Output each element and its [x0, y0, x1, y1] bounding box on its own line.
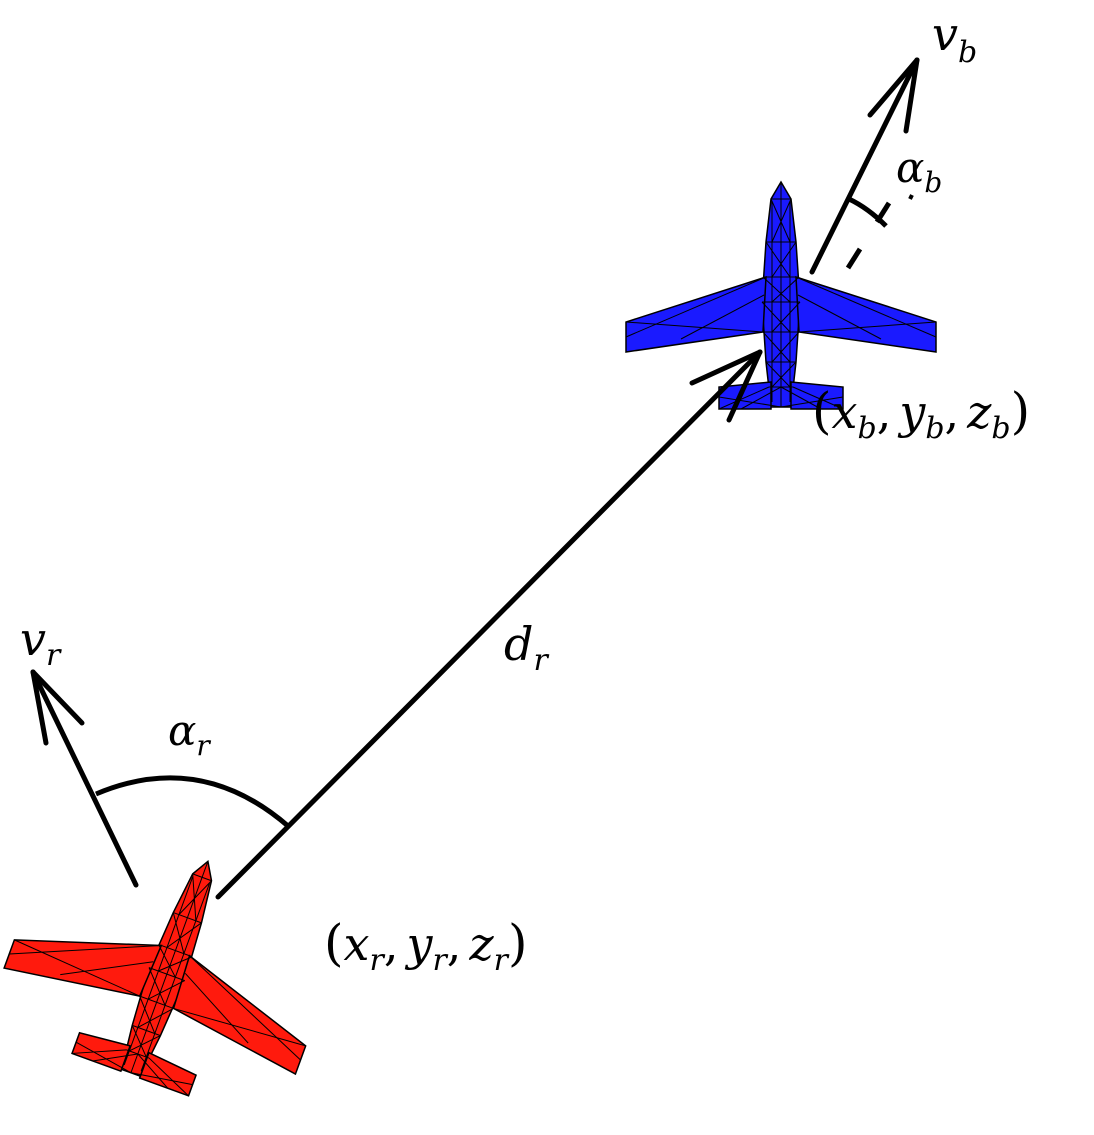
- red-velocity-arrowhead-left: [30, 669, 49, 746]
- label-d-r-sub: r: [533, 643, 549, 678]
- label-alpha-r: αr: [168, 706, 211, 762]
- label-position-blue: (xb,yb,zb): [812, 382, 1030, 446]
- blue-velocity-arrowhead-right: [903, 57, 920, 134]
- pos-b-y: y: [897, 385, 926, 439]
- label-d-r-base: d: [504, 617, 533, 671]
- pos-r-open: (: [324, 914, 344, 972]
- label-alpha-r-sub: r: [196, 729, 211, 762]
- pos-b-close: ): [1011, 382, 1031, 440]
- red-velocity-line: [30, 669, 139, 888]
- red-angle-arc: [95, 775, 290, 828]
- distance-arrow: [215, 349, 763, 900]
- label-d-r: dr: [504, 617, 549, 678]
- distance-line: [215, 349, 763, 900]
- pos-b-x-sub: b: [857, 411, 876, 446]
- pos-r-y-sub: r: [432, 943, 448, 978]
- distance-arrowhead-upper: [689, 349, 763, 386]
- pos-r-comma-2: ,: [447, 917, 462, 971]
- label-position-red: (xr,yr,zr): [324, 914, 528, 978]
- pos-r-x: x: [344, 917, 370, 971]
- pos-r-z: z: [468, 917, 494, 971]
- pos-r-close: ): [508, 914, 528, 972]
- red-velocity-arrow: [30, 669, 139, 888]
- blue-reference-dash-1: [845, 247, 863, 270]
- pos-b-y-sub: b: [925, 411, 944, 446]
- blue-aircraft: [625, 181, 937, 410]
- blue-velocity-line: [809, 57, 920, 275]
- pos-b-comma-2: ,: [945, 385, 960, 439]
- blue-angle-arc: [847, 196, 888, 228]
- pos-b-comma-1: ,: [877, 385, 892, 439]
- label-alpha-b-base: α: [896, 143, 924, 192]
- label-v-b-sub: b: [958, 35, 977, 70]
- pos-b-z: z: [966, 385, 992, 439]
- label-v-b: vb: [932, 7, 977, 70]
- blue-angle-marker: [845, 194, 914, 270]
- pos-b-x: x: [832, 385, 858, 439]
- label-alpha-r-base: α: [168, 706, 196, 755]
- blue-reference-dot: [908, 194, 914, 200]
- blue-aircraft-mesh: [625, 181, 937, 410]
- pos-r-z-sub: r: [494, 943, 510, 978]
- label-v-r-base: v: [20, 612, 46, 666]
- pos-b-z-sub: b: [991, 411, 1010, 446]
- pos-r-comma-1: ,: [384, 917, 399, 971]
- red-aircraft: [0, 807, 355, 1129]
- blue-velocity-arrow: [809, 57, 920, 275]
- pos-b-open: (: [812, 382, 832, 440]
- label-v-r: vr: [20, 612, 62, 673]
- red-velocity-arrowhead-right: [30, 669, 85, 726]
- pos-r-y: y: [404, 917, 433, 971]
- label-v-b-base: v: [932, 7, 958, 61]
- red-aircraft-body: [0, 807, 355, 1129]
- label-v-r-sub: r: [46, 638, 62, 673]
- distance-arrowhead-lower: [726, 349, 763, 423]
- label-alpha-b: αb: [896, 143, 942, 199]
- pos-r-x-sub: r: [369, 943, 385, 978]
- blue-velocity-arrowhead-left: [867, 57, 920, 118]
- label-alpha-b-sub: b: [924, 166, 942, 199]
